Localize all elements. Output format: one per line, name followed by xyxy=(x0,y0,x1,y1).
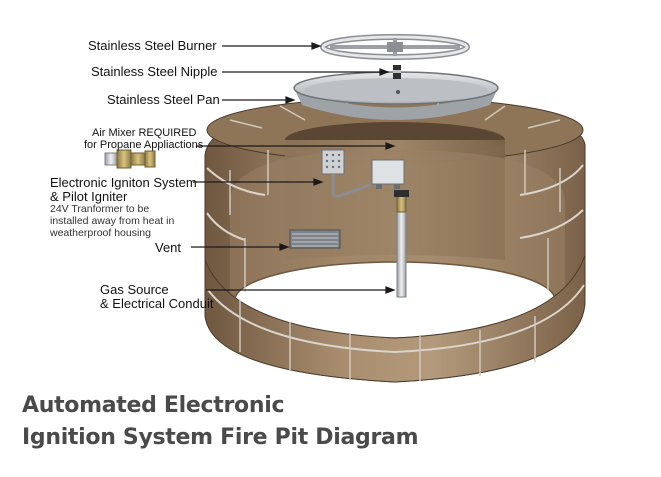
leader-arrows xyxy=(191,42,396,294)
vent-grille xyxy=(289,229,341,249)
caption-line2: Ignition System Fire Pit Diagram xyxy=(22,425,419,450)
label-air-mixer-line2: for Propane Appliactions xyxy=(84,139,204,151)
label-pan: Stainless Steel Pan xyxy=(107,92,220,107)
label-gas-source-line1: Gas Source xyxy=(100,282,169,297)
air-mixer-fitting xyxy=(104,149,156,169)
label-ignition-line1: Electronic Igniton System xyxy=(50,175,197,190)
label-ignition-line2: & Pilot Igniter xyxy=(50,189,128,204)
label-vent: Vent xyxy=(155,240,182,255)
label-air-mixer-line1: Air Mixer REQUIRED xyxy=(92,127,197,139)
stainless-steel-nipple xyxy=(393,65,401,79)
label-gas-source-line2: & Electrical Conduit xyxy=(100,296,214,311)
caption-line1: Automated Electronic xyxy=(22,393,285,418)
stainless-steel-burner xyxy=(320,34,470,60)
label-transformer-note: 24V Tranformer to be installed away from… xyxy=(50,203,175,239)
stainless-steel-pan xyxy=(293,71,499,120)
ignition-system xyxy=(321,149,405,198)
label-burner: Stainless Steel Burner xyxy=(88,38,217,53)
label-nipple: Stainless Steel Nipple xyxy=(91,64,218,79)
fire-pit-wall xyxy=(204,97,586,383)
gas-conduit-pipe xyxy=(394,190,409,298)
